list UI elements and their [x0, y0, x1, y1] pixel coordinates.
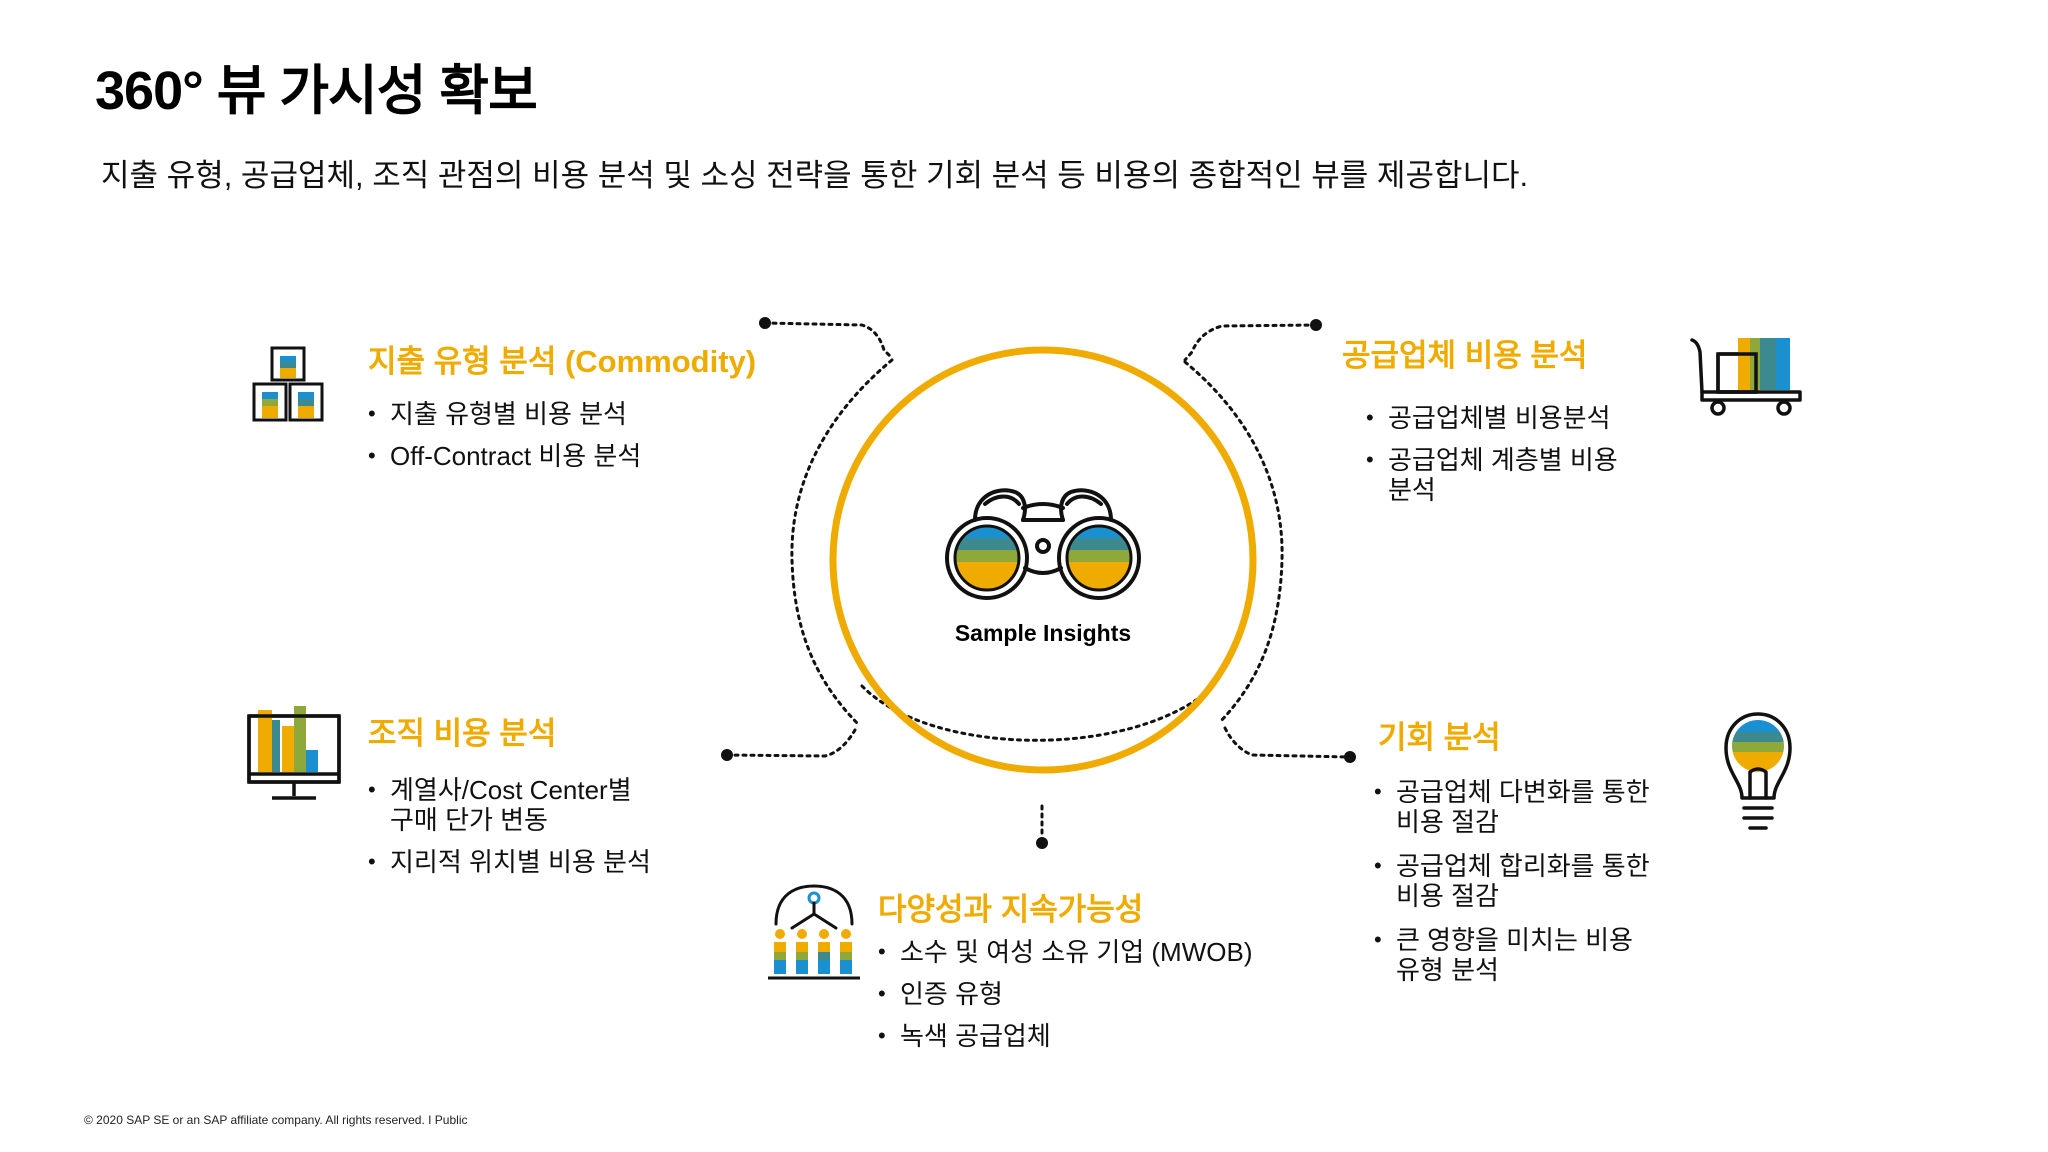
- boxes-icon: [252, 346, 324, 422]
- commodity-bullets: 지출 유형별 비용 분석 Off-Contract 비용 분석: [368, 399, 838, 471]
- supplier-section: 공급업체 비용 분석 공급업체별 비용분석 공급업체 계층별 비용 분석: [1342, 330, 1662, 517]
- commodity-section: 지출 유형 분석 (Commodity) 지출 유형별 비용 분석 Off-Co…: [368, 336, 838, 483]
- connector-dot-bottom-right: [1344, 751, 1356, 763]
- organization-bullets: 계열사/Cost Center별 구매 단가 변동 지리적 위치별 비용 분석: [368, 775, 788, 877]
- center-label: Sample Insights: [954, 620, 1132, 646]
- diversity-bullet-3: 녹색 공급업체: [878, 1021, 1338, 1051]
- page-title: 360° 뷰 가시성 확보: [95, 61, 538, 121]
- connector-dot-bottom: [1036, 837, 1048, 849]
- lightbulb-icon: [1724, 712, 1792, 830]
- opportunity-title: 기회 분석: [1378, 720, 1501, 755]
- people-icon: [768, 884, 860, 980]
- organization-bullet-1: 계열사/Cost Center별 구매 단가 변동: [368, 775, 788, 835]
- connector-dot-top-right: [1310, 319, 1322, 331]
- opportunity-bullet-1: 공급업체 다변화를 통한 비용 절감: [1374, 777, 1708, 837]
- diversity-bullets: 소수 및 여성 소유 기업 (MWOB) 인증 유형 녹색 공급업체: [878, 937, 1338, 1051]
- connector-dot-bottom-left: [721, 749, 733, 761]
- commodity-bullet-1: 지출 유형별 비용 분석: [368, 399, 838, 429]
- diversity-bullet-2: 인증 유형: [878, 979, 1338, 1009]
- diversity-section: 다양성과 지속가능성 소수 및 여성 소유 기업 (MWOB) 인증 유형 녹색…: [878, 884, 1338, 1063]
- opportunity-bullet-3: 큰 영향을 미치는 비용 유형 분석: [1374, 925, 1708, 985]
- opportunity-section: 기회 분석 공급업체 다변화를 통한 비용 절감 공급업체 합리화를 통한 비용…: [1374, 712, 1708, 997]
- center-ring: [829, 346, 1257, 774]
- monitor-chart-icon: [247, 706, 341, 800]
- opportunity-bullets: 공급업체 다변화를 통한 비용 절감 공급업체 합리화를 통한 비용 절감 큰 …: [1374, 777, 1708, 985]
- cart-icon: [1690, 338, 1802, 416]
- supplier-bullet-1: 공급업체별 비용분석: [1366, 403, 1662, 433]
- supplier-bullet-2: 공급업체 계층별 비용 분석: [1366, 445, 1662, 505]
- copyright-footer: © 2020 SAP SE or an SAP affiliate compan…: [84, 1113, 468, 1127]
- organization-title: 조직 비용 분석: [368, 716, 557, 751]
- commodity-bullet-2: Off-Contract 비용 분석: [368, 441, 838, 471]
- organization-bullet-2: 지리적 위치별 비용 분석: [368, 847, 788, 877]
- diversity-title: 다양성과 지속가능성: [878, 892, 1144, 927]
- page-subtitle: 지출 유형, 공급업체, 조직 관점의 비용 분석 및 소싱 전략을 통한 기회…: [101, 158, 1529, 193]
- diversity-bullet-1: 소수 및 여성 소유 기업 (MWOB): [878, 937, 1338, 967]
- commodity-title: 지출 유형 분석 (Commodity): [368, 344, 757, 379]
- opportunity-bullet-2: 공급업체 합리화를 통한 비용 절감: [1374, 851, 1708, 911]
- connector-dot-top-left: [759, 317, 771, 329]
- binoculars-icon: [945, 488, 1141, 600]
- organization-section: 조직 비용 분석 계열사/Cost Center별 구매 단가 변동 지리적 위…: [368, 708, 788, 889]
- supplier-title: 공급업체 비용 분석: [1342, 338, 1588, 373]
- supplier-bullets: 공급업체별 비용분석 공급업체 계층별 비용 분석: [1366, 403, 1662, 505]
